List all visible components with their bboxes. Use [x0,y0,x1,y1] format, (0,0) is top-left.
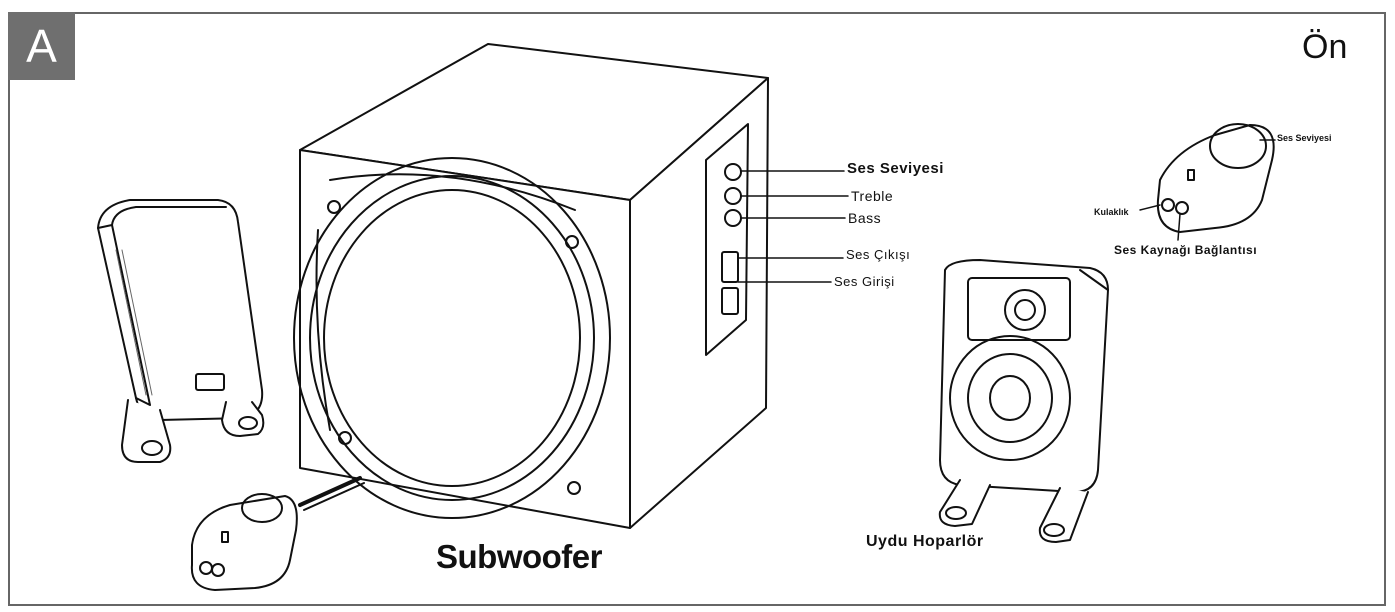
remote-detail [1139,123,1276,241]
section-badge: A [8,12,75,80]
wired-volume-remote [190,476,365,591]
subwoofer-cabinet [293,43,849,529]
left-satellite-speaker [97,199,265,463]
satellite-label: Uydu Hoparlör [866,533,984,550]
right-satellite-speaker [938,259,1109,543]
volume-label: Ses Seviyesi [847,160,944,177]
remote-volume-label: Ses Seviyesi [1277,133,1332,143]
audio-out-label: Ses Çıkışı [846,247,911,262]
headphone-label: Kulaklık [1094,207,1129,217]
view-label: Ön [1302,28,1348,66]
audio-in-label: Ses Girişi [834,274,895,289]
treble-label: Treble [851,188,894,204]
bass-label: Bass [848,210,882,226]
subwoofer-label: Subwoofer [436,538,603,575]
source-connection-label: Ses Kaynağı Bağlantısı [1114,243,1258,257]
